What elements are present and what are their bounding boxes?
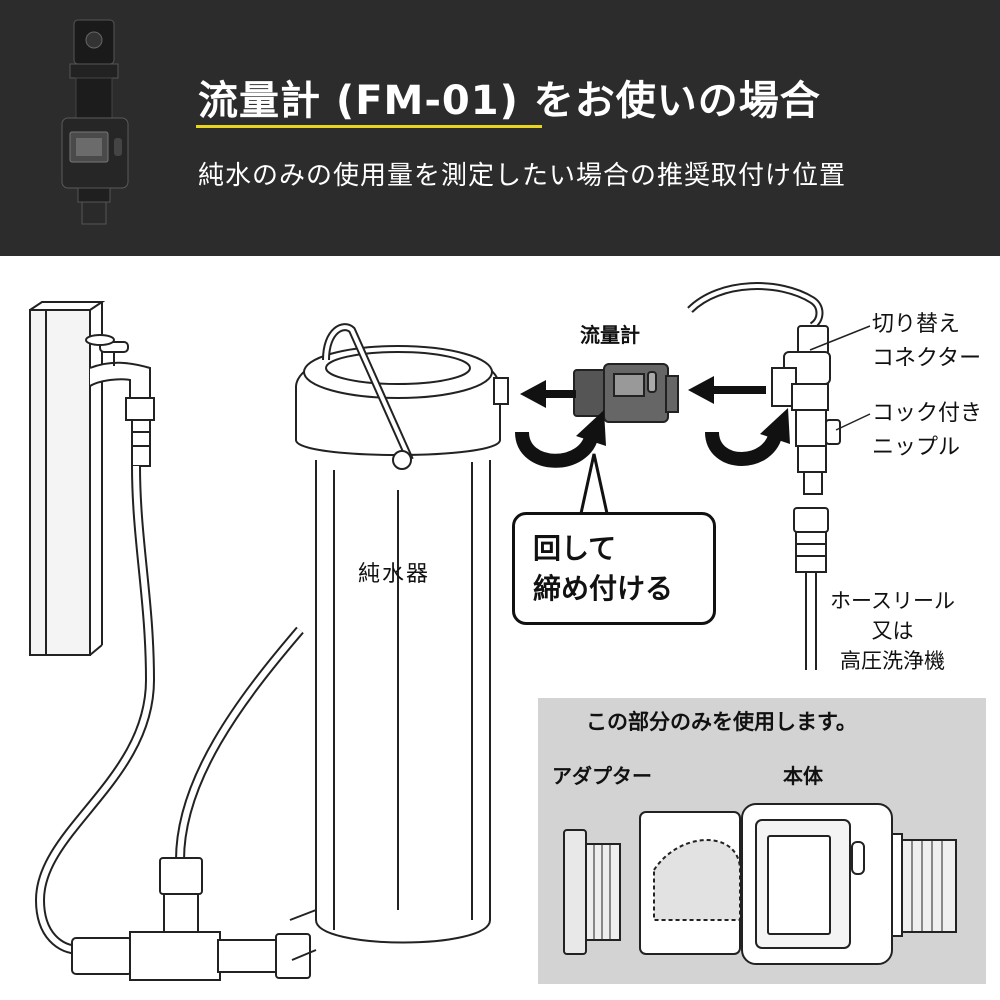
flow-meter-label: 流量計 [580,323,640,347]
callout-tail [578,453,610,518]
page-subtitle: 純水のみの使用量を測定したい場合の推奨取付け位置 [198,161,847,191]
faucet [85,334,155,467]
switch-connector-label: 切り替え コネクター [872,312,982,371]
page-title: 流量計 (FM-01) をお使いの場合 [198,78,821,124]
flow-meter-drawing [573,363,679,423]
inset-drawing [563,803,957,965]
faucet-post [29,301,106,656]
body-label: 本体 [783,764,823,788]
hose-reel-label: ホースリール 又は 高圧洗浄機 [830,589,955,673]
tighten-callout: 回して 締め付ける [512,512,716,625]
left-arrow-icon [520,380,576,408]
usage-inset [538,698,986,984]
rotate-arrow-icon [705,408,790,466]
purifier-label: 純水器 [358,562,431,587]
header-banner: 流量計 (FM-01) をお使いの場合 純水のみの使用量を測定したい場合の推奨取… [0,0,1000,256]
title-underline [196,125,542,128]
rotate-arrow-icon [515,410,606,468]
tee-connector [71,857,311,981]
left-arrow-icon [688,376,766,404]
hose-connector [793,507,829,670]
water-purifier [289,323,509,961]
adapter-label: アダプター [552,764,652,788]
switch-connector-drawing [687,282,841,495]
inset-caption: この部分のみを使用します。 [586,710,857,734]
installation-diagram [29,282,871,981]
flow-meter-product-image [61,19,129,225]
nipple-label: コック付き ニップル [872,401,983,460]
